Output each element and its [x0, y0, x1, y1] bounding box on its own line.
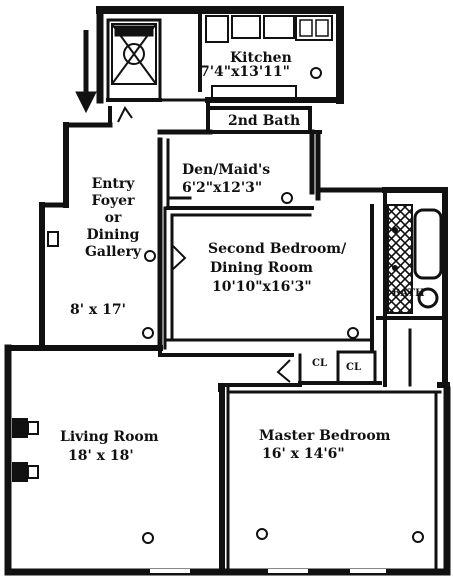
second-bedroom-line1: Second Bedroom/: [208, 241, 347, 257]
kitchen-name: Kitchen: [230, 50, 292, 66]
living-room-size: 18' x 18': [68, 448, 134, 464]
bath2-name: 2nd Bath: [228, 113, 301, 129]
den-name: Den/Maid's: [182, 162, 271, 178]
entry-line4: Dining: [86, 227, 140, 244]
bath1-name: BATH: [392, 288, 425, 299]
den-size: 6'2"x12'3": [182, 180, 263, 196]
doors: [117, 106, 291, 383]
master-bedroom-name: Master Bedroom: [259, 428, 391, 444]
windows: [12, 231, 386, 573]
living-room-name: Living Room: [60, 429, 159, 445]
master-bedroom-size: 16' x 14'6": [262, 446, 345, 462]
entry-size: 8' x 17': [70, 302, 126, 318]
second-bedroom-line2: Dining Room: [210, 260, 313, 276]
kitchen-size: 7'4"x13'11": [200, 64, 290, 80]
entry-line5: Gallery: [84, 244, 142, 261]
second-bedroom-size: 10'10"x16'3": [212, 279, 312, 295]
entry-line3: or: [104, 210, 122, 227]
bath-fixtures: [387, 204, 443, 314]
entry-label: Entry Foyer or Dining Gallery: [78, 176, 148, 261]
entry-line2: Foyer: [91, 193, 135, 210]
closet2-name: CL: [346, 362, 361, 373]
kitchen-fixtures: [111, 15, 333, 100]
closet1-name: CL: [312, 358, 327, 369]
walls: [4, 6, 451, 576]
entry-line1: Entry: [91, 176, 135, 192]
outlet-icons: [142, 67, 424, 544]
entry-arrow: [75, 30, 97, 114]
